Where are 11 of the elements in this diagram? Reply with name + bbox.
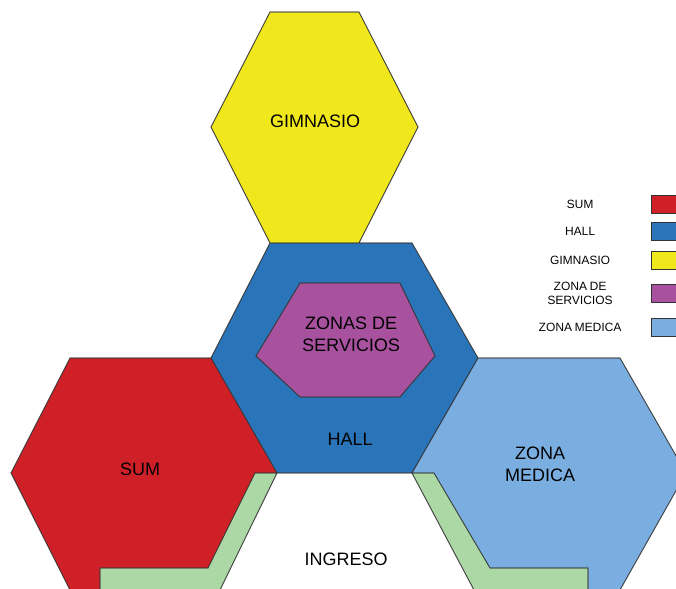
legend-text: GIMNASIO bbox=[548, 253, 611, 267]
zone-label: GIMNASIO bbox=[268, 110, 361, 132]
entrance-label: INGRESO bbox=[303, 548, 388, 570]
legend-text: HALL bbox=[564, 224, 596, 238]
zone-label: ZONA MEDICA bbox=[504, 442, 576, 486]
legend-text: ZONA DE SERVICIOS bbox=[546, 279, 614, 307]
legend-text: SUM bbox=[566, 197, 594, 211]
legend-text: ZONA MEDICA bbox=[538, 320, 622, 334]
zone-label: HALL bbox=[326, 428, 374, 450]
zone-label: ZONAS DE SERVICIOS bbox=[301, 312, 401, 356]
zone-label: SUM bbox=[119, 458, 161, 480]
